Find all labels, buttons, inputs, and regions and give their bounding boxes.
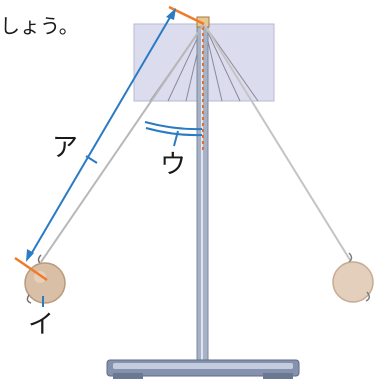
question-text-fragment: しょう。	[0, 14, 79, 38]
label-bob-center: イ	[28, 310, 54, 340]
length-arrow	[26, 8, 176, 262]
label-angle: ウ	[160, 150, 186, 180]
right-string	[203, 23, 351, 261]
bob-pointer	[14, 256, 48, 282]
label-length: ア	[52, 133, 78, 163]
right-bob	[332, 252, 374, 303]
stand-base	[106, 359, 300, 379]
left-string	[40, 23, 205, 263]
angle-arc	[144, 121, 203, 147]
